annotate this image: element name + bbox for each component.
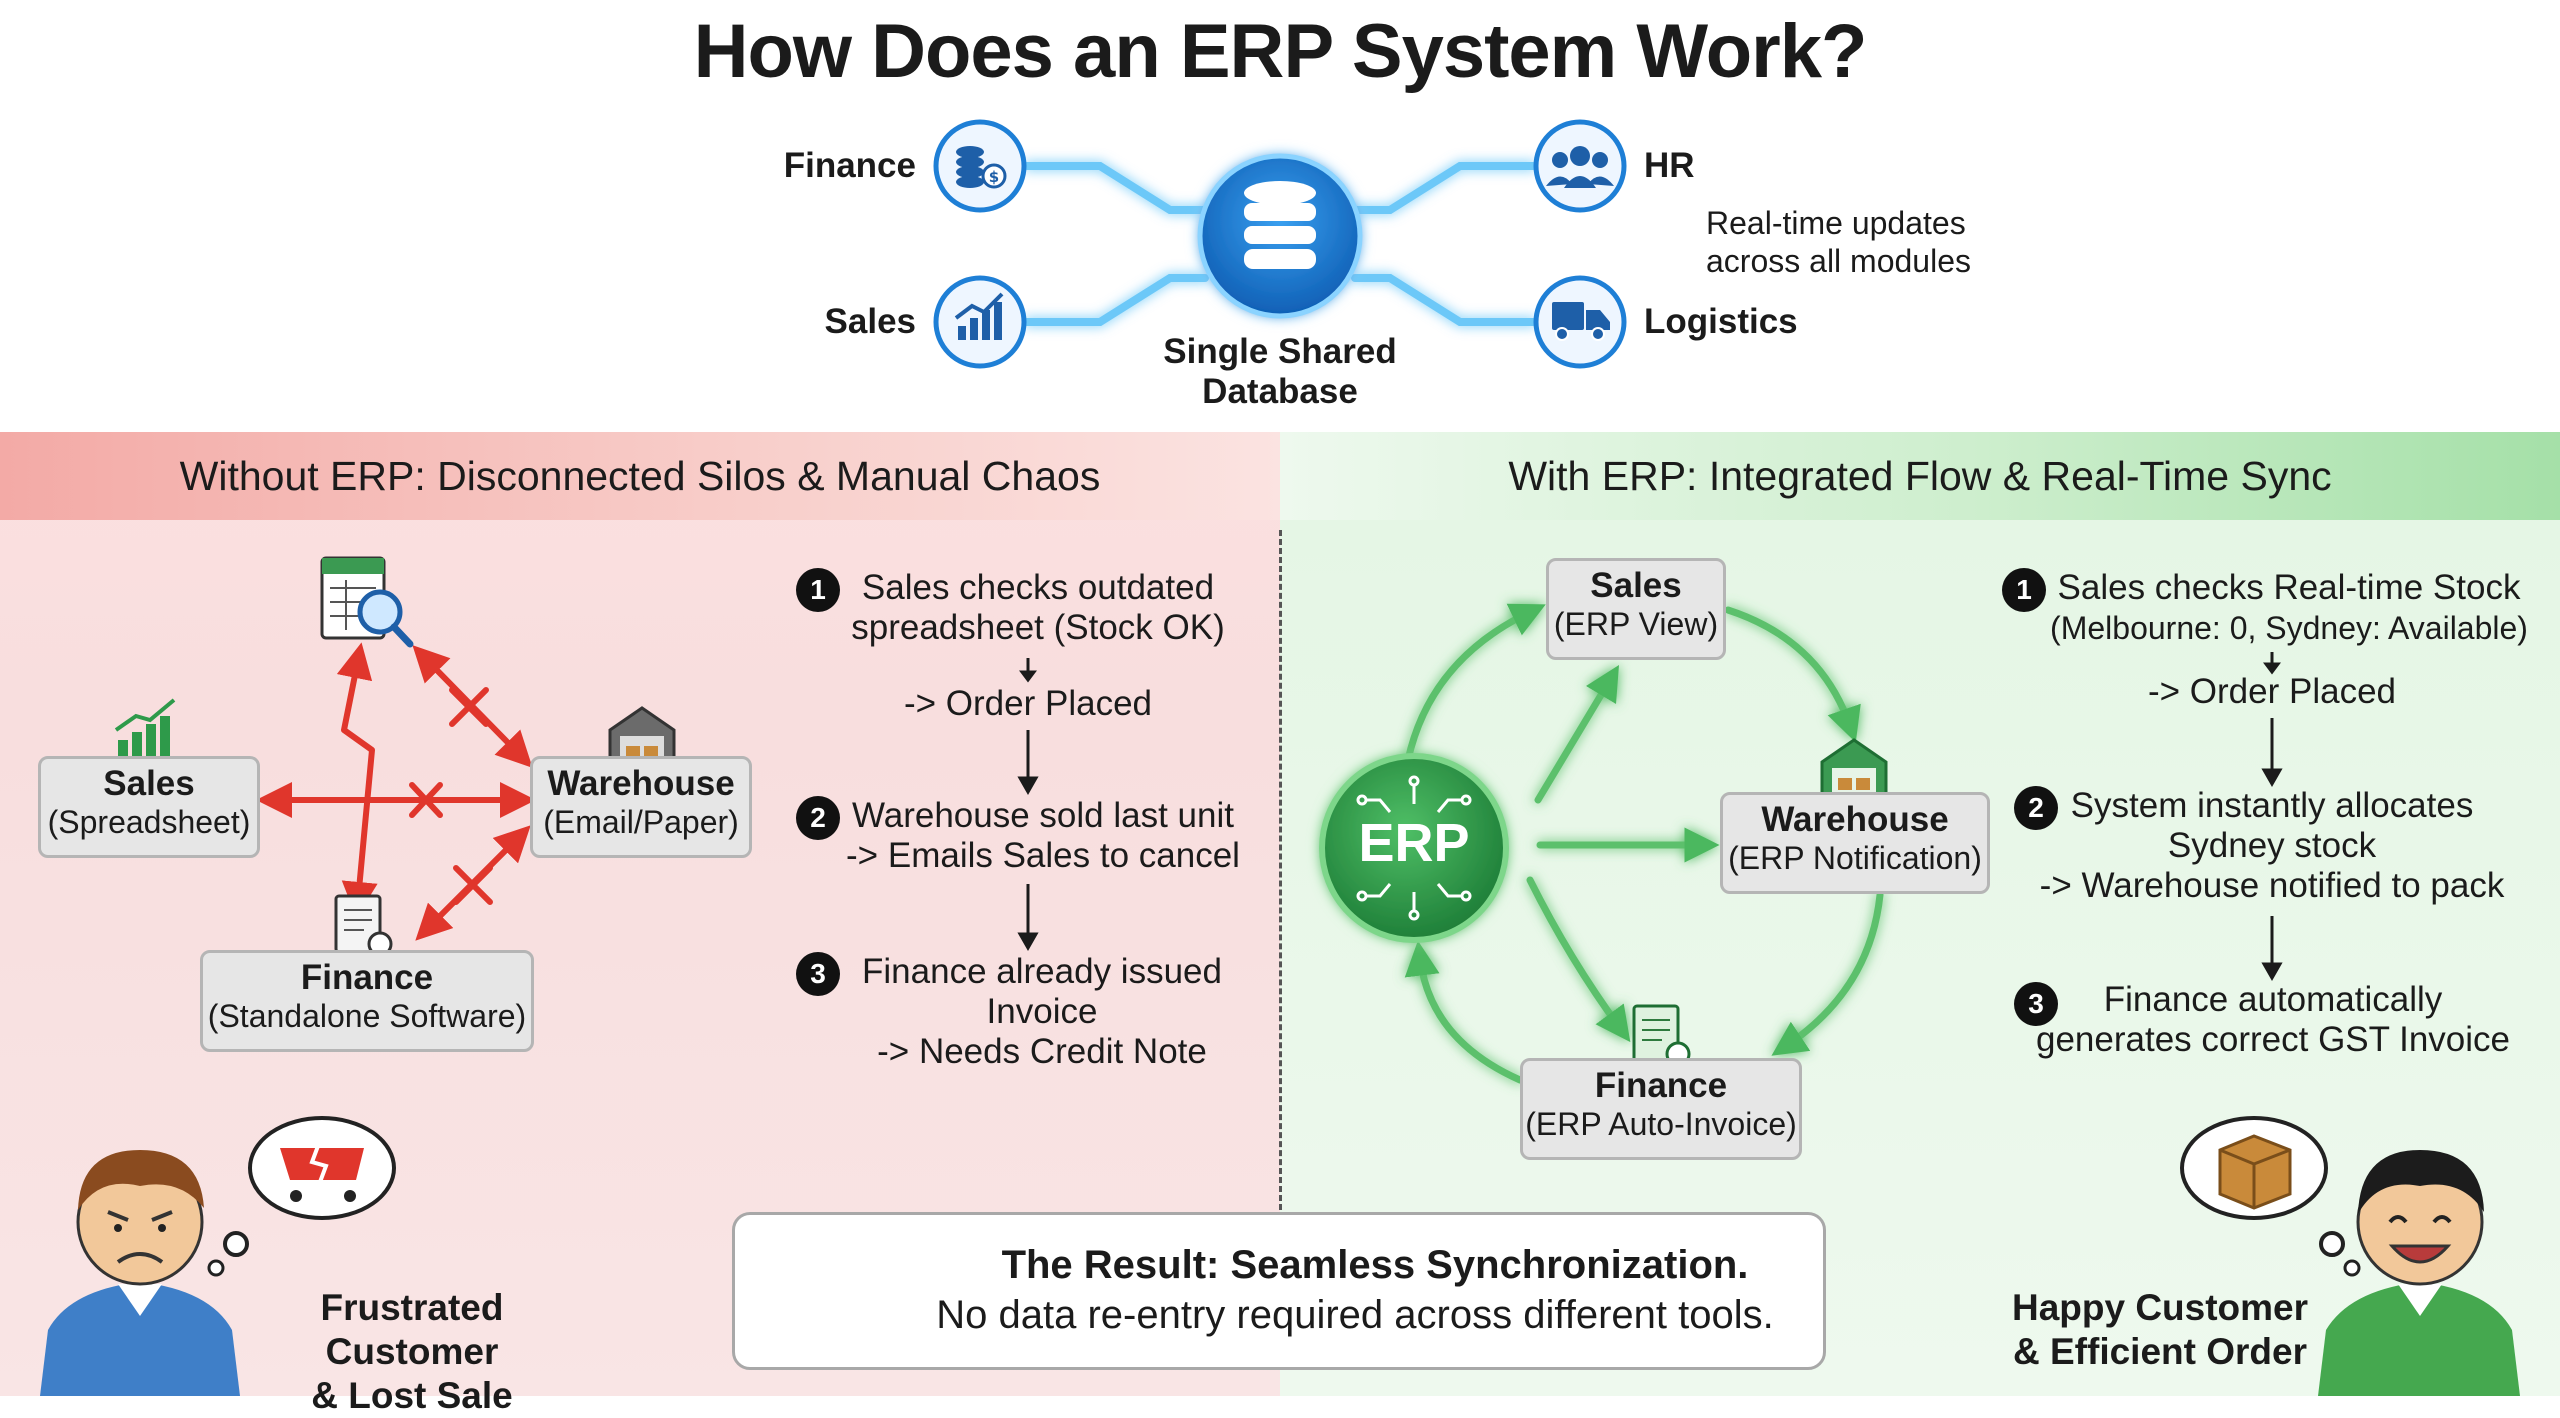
step-number: 3 — [2014, 982, 2058, 1026]
step-line: Sydney stock — [2167, 826, 2377, 865]
warehouse-icon — [1820, 738, 1888, 800]
erp-sales-subtitle: (ERP View) — [1553, 606, 1719, 642]
broken-link-x-marks — [409, 687, 493, 905]
silo-sales-title: Sales — [103, 764, 195, 803]
hub-note-line1: Real-time updates — [1706, 205, 1966, 241]
erp-hub-icon — [1319, 753, 1509, 943]
step-number: 1 — [796, 568, 840, 612]
with-step-1-result: -> Order Placed — [2147, 672, 2397, 711]
erp-finance-title: Finance — [1594, 1066, 1728, 1105]
finance-icon: $ — [933, 119, 1027, 213]
silo-finance-subtitle: (Standalone Software) — [207, 998, 527, 1034]
section-divider — [1279, 530, 1282, 1210]
without-erp-header: Without ERP: Disconnected Silos & Manual… — [179, 453, 1101, 499]
truck-icon — [1533, 275, 1627, 369]
hub-note: Real-time updates across all modules — [1706, 204, 1971, 280]
database-label-line2: Database — [1202, 372, 1358, 411]
erp-finance-subtitle: (ERP Auto-Invoice) — [1525, 1106, 1797, 1142]
silo-warehouse-subtitle: (Email/Paper) — [543, 804, 739, 840]
step-down-arrows — [1017, 652, 2283, 982]
silo-red-arrows — [256, 642, 536, 941]
happy-customer-avatar — [2318, 1150, 2520, 1396]
step-line: Finance already issued — [862, 952, 1222, 991]
step-line: Finance automatically — [2103, 980, 2443, 1019]
invoice-document-icon — [334, 894, 393, 957]
step-number: 2 — [2014, 786, 2058, 830]
with-step-1: Sales checks Real-time Stock (Melbourne:… — [2044, 568, 2534, 648]
erp-warehouse-title: Warehouse — [1761, 800, 1949, 839]
step-line: generates correct GST Invoice — [2035, 1020, 2511, 1059]
without-erp-header-band — [0, 432, 1280, 520]
result-box: The Result: Seamless Synchronization. No… — [732, 1212, 1826, 1370]
step-line: -> Warehouse notified to pack — [2039, 866, 2505, 905]
database-icon — [1197, 153, 1363, 319]
hub-note-line2: across all modules — [1706, 243, 1971, 279]
with-erp-header: With ERP: Integrated Flow & Real-Time Sy… — [1508, 453, 2332, 499]
person-label-line2: & Lost Sale — [311, 1375, 513, 1416]
spreadsheet-search-icon — [320, 556, 414, 648]
person-label-line2: & Efficient Order — [2013, 1331, 2307, 1372]
step-line: spreadsheet (Stock OK) — [851, 608, 1225, 647]
erp-sales-title: Sales — [1590, 566, 1682, 605]
silo-sales-box: Sales (Spreadsheet) — [38, 756, 260, 858]
erp-warehouse-box: Warehouse (ERP Notification) — [1720, 792, 1990, 894]
silo-finance-box: Finance (Standalone Software) — [200, 950, 534, 1052]
database-label: Single Shared Database — [1130, 332, 1430, 412]
step-line: -> Emails Sales to cancel — [846, 836, 1240, 875]
page-title: How Does an ERP System Work? — [693, 9, 1868, 94]
silo-finance-title: Finance — [300, 958, 434, 997]
without-step-1: Sales checks outdated spreadsheet (Stock… — [838, 568, 1238, 648]
thought-bubble-broken-cart — [207, 1116, 396, 1277]
with-erp-header-band — [1280, 432, 2560, 520]
step-line: (Melbourne: 0, Sydney: Available) — [2050, 610, 2528, 646]
erp-hub-label: ERP — [1358, 813, 1470, 873]
step-number: 2 — [796, 796, 840, 840]
step-line: Warehouse sold last unit — [852, 796, 1234, 835]
result-title: The Result: Seamless Synchronization. — [1001, 1243, 1749, 1287]
step-line: -> Needs Credit Note — [877, 1032, 1207, 1071]
silo-warehouse-title: Warehouse — [547, 764, 735, 803]
with-step-3: Finance automatically generates correct … — [2030, 980, 2516, 1060]
step-number: 3 — [796, 952, 840, 996]
thought-bubble-package — [2180, 1116, 2361, 1277]
result-subtitle: No data re-entry required across differe… — [936, 1293, 1774, 1337]
person-label-line1: Frustrated Customer — [320, 1287, 504, 1372]
step-line: Invoice — [986, 992, 1098, 1031]
hub-connectors — [1023, 162, 1537, 326]
without-step-1-result: -> Order Placed — [903, 684, 1153, 723]
hub-module-logistics: Logistics — [1644, 302, 1798, 341]
without-step-2: Warehouse sold last unit -> Emails Sales… — [838, 796, 1248, 876]
silo-sales-subtitle: (Spreadsheet) — [47, 804, 251, 840]
happy-customer-label: Happy Customer & Efficient Order — [1990, 1286, 2330, 1374]
database-label-line1: Single Shared — [1163, 332, 1397, 371]
sales-bars-icon — [114, 698, 176, 760]
person-label-line1: Happy Customer — [2011, 1287, 2309, 1328]
hub-module-sales: Sales — [824, 302, 916, 341]
hr-people-icon — [1533, 119, 1627, 213]
silo-warehouse-box: Warehouse (Email/Paper) — [530, 756, 752, 858]
sales-chart-icon — [933, 275, 1027, 369]
frustrated-customer-label: Frustrated Customer & Lost Sale — [232, 1286, 592, 1418]
hub-module-finance: Finance — [783, 146, 916, 185]
step-line: Sales checks Real-time Stock — [2057, 568, 2521, 607]
erp-green-arrows — [1404, 603, 1884, 1084]
erp-warehouse-subtitle: (ERP Notification) — [1728, 840, 1982, 876]
step-number: 1 — [2002, 568, 2046, 612]
frustrated-customer-avatar — [40, 1150, 240, 1396]
invoice-document-icon — [1632, 1004, 1691, 1067]
with-step-2: System instantly allocates Sydney stock … — [2030, 786, 2514, 906]
step-line: Sales checks outdated — [861, 568, 1215, 607]
step-line: System instantly allocates — [2070, 786, 2474, 825]
erp-finance-box: Finance (ERP Auto-Invoice) — [1520, 1058, 1802, 1160]
svg-text:$: $ — [989, 168, 999, 186]
hub-module-hr: HR — [1644, 146, 1695, 185]
without-step-3: Finance already issued Invoice -> Needs … — [842, 952, 1242, 1072]
erp-sales-box: Sales (ERP View) — [1546, 558, 1726, 660]
